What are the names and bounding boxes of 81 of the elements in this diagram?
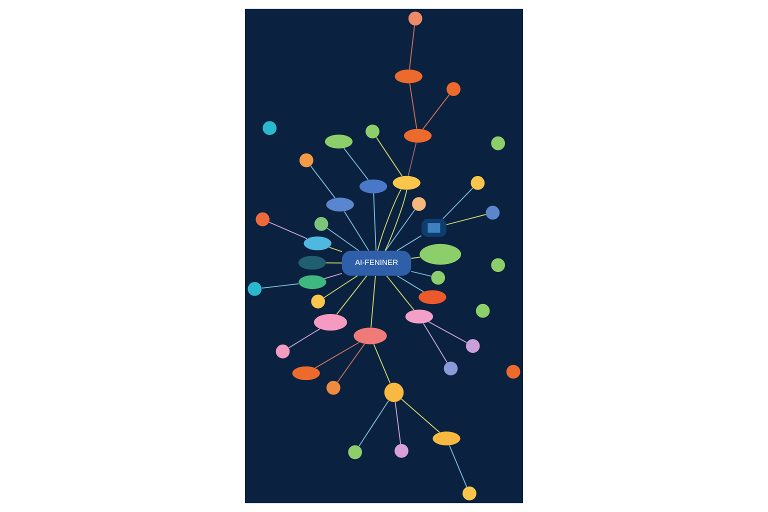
node-circle [412,197,426,211]
connector [428,321,468,344]
node-circle [476,304,490,318]
node-circle [248,282,262,296]
connector [268,222,308,240]
node-circle [394,444,408,458]
connector [422,94,450,130]
node-circle [262,121,277,136]
node-circle [256,212,270,226]
node-ellipse [326,198,354,212]
connector [324,272,342,280]
connector [377,188,402,252]
connector [442,188,474,220]
node-circle [462,486,476,500]
connector [400,398,440,433]
connector [410,256,421,259]
node-ellipse [292,366,320,380]
node-box [421,218,446,237]
connector [410,270,432,277]
connector [422,322,448,363]
connector [324,275,358,298]
connector [328,246,342,252]
connector [448,444,468,488]
node-ellipse [418,290,446,304]
node-ellipse [359,180,388,194]
connector [409,82,418,130]
node-circle [491,258,505,272]
connector [344,210,370,251]
node-circle [446,82,460,96]
connector [288,328,320,348]
node-circle [486,206,500,220]
connector [326,262,342,264]
node-ellipse [304,236,332,250]
connector [376,136,403,177]
connector [314,342,360,368]
node-circle [444,362,458,376]
node-ellipse [314,314,348,331]
node-circle [326,380,340,395]
node-ellipse [432,432,460,446]
node-ellipse [394,70,422,84]
node-circle [470,176,485,190]
connector [343,148,369,180]
node-circle [491,136,505,150]
connector [310,166,336,199]
node-ellipse [324,134,353,148]
node-circle [348,445,362,460]
connector [384,189,408,252]
connector [385,209,416,252]
node-ellipse [404,128,432,143]
node-circle [299,153,314,168]
connector [386,275,414,311]
node-ellipse [405,310,434,324]
node-ellipse [354,328,387,344]
connector [408,25,415,70]
node-ellipse [392,176,420,190]
connector [336,275,368,315]
node-ellipse [298,275,326,290]
node-circle [311,294,325,308]
connector [358,400,390,447]
connector [373,344,391,384]
node-ellipse [420,244,462,265]
connector [446,214,486,226]
connector [396,235,422,252]
connector [373,192,376,252]
connector [336,343,366,383]
connector [261,283,300,289]
connector [394,402,402,444]
connector [396,275,424,292]
node-ellipse [298,256,326,270]
connector [408,142,417,176]
connector [326,228,360,252]
node-circle [384,382,404,402]
node-circle [431,270,446,285]
connector [370,275,376,328]
node-circle [408,12,422,26]
node-circle [366,124,380,138]
node-circle [314,217,328,231]
node-box: AI-FENINER [342,250,412,276]
node-circle [276,344,290,358]
node-circle [466,339,480,353]
node-circle [506,364,520,379]
